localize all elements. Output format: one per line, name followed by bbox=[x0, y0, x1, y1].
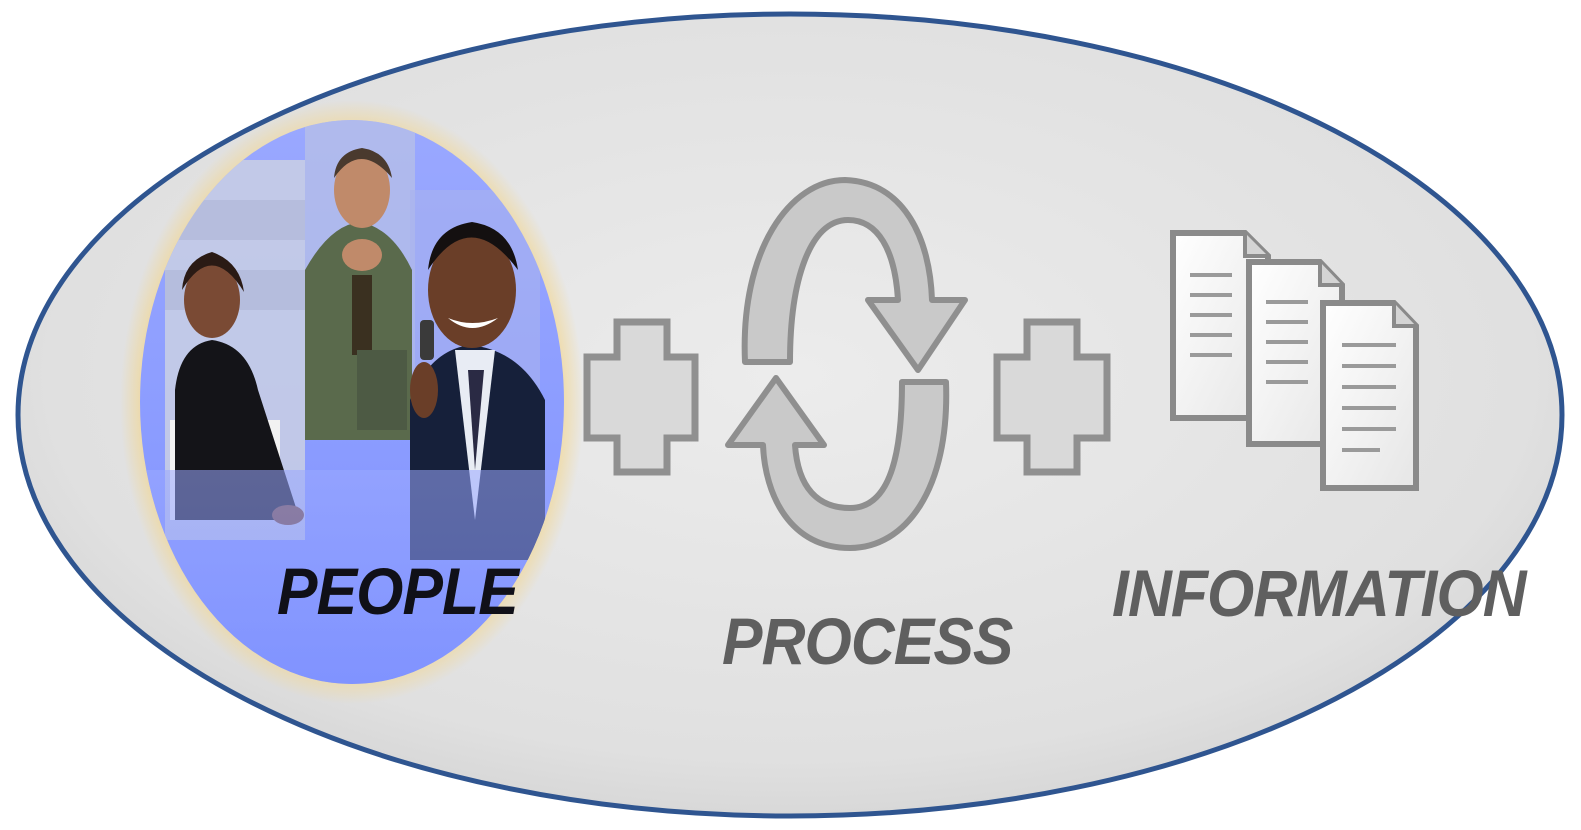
information-label: INFORMATION bbox=[1112, 556, 1527, 630]
people-node bbox=[120, 100, 584, 704]
people-photo bbox=[140, 120, 564, 684]
process-label: PROCESS bbox=[722, 604, 1013, 678]
documents-icon bbox=[1170, 230, 1419, 491]
circular-arrows-icon bbox=[725, 177, 968, 551]
people-label: PEOPLE bbox=[277, 554, 519, 628]
person-man-center bbox=[305, 148, 412, 440]
document-sheet-3 bbox=[1320, 300, 1419, 491]
plus-icon-2 bbox=[993, 318, 1111, 476]
plus-icon-1 bbox=[583, 318, 699, 476]
